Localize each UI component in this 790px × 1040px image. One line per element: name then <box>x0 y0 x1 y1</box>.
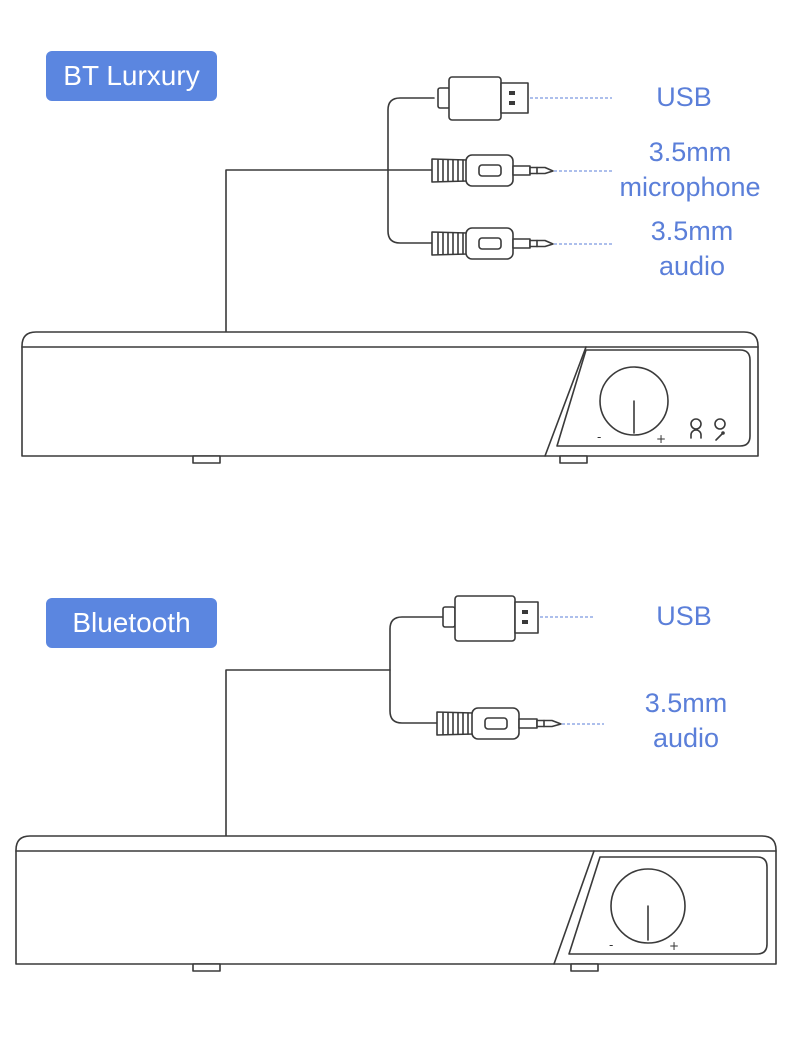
label-audio-top: 3.5mm audio <box>650 216 734 281</box>
leader-lines-bottom <box>540 616 604 725</box>
soundbar-bottom: - + <box>15 835 777 972</box>
cable-bottom <box>225 616 444 837</box>
label-audio-bottom: 3.5mm audio <box>644 688 728 753</box>
svg-text:-: - <box>597 430 601 444</box>
section-badge-bt-lurxury: BT Lurxury <box>46 51 217 101</box>
microphone-jack-icon <box>714 418 726 441</box>
audio-plug-bottom <box>436 707 562 740</box>
cable-top <box>225 97 435 333</box>
soundbar-top: - + <box>21 331 759 464</box>
label-usb-bottom: USB <box>656 601 712 631</box>
label-usb-top: USB <box>656 82 712 112</box>
usb-plug-bottom <box>442 595 539 642</box>
svg-text:+: + <box>669 939 679 953</box>
label-mic-top: 3.5mm microphone <box>619 137 761 202</box>
svg-text:+: + <box>656 432 666 446</box>
svg-text:-: - <box>609 938 613 952</box>
headphone-jack-icon <box>690 418 702 439</box>
usb-plug-top <box>437 76 529 121</box>
audio-plug-top <box>431 227 554 260</box>
mic-plug-top <box>431 154 554 187</box>
leader-lines-top <box>530 97 612 245</box>
section-badge-bluetooth: Bluetooth <box>46 598 217 648</box>
